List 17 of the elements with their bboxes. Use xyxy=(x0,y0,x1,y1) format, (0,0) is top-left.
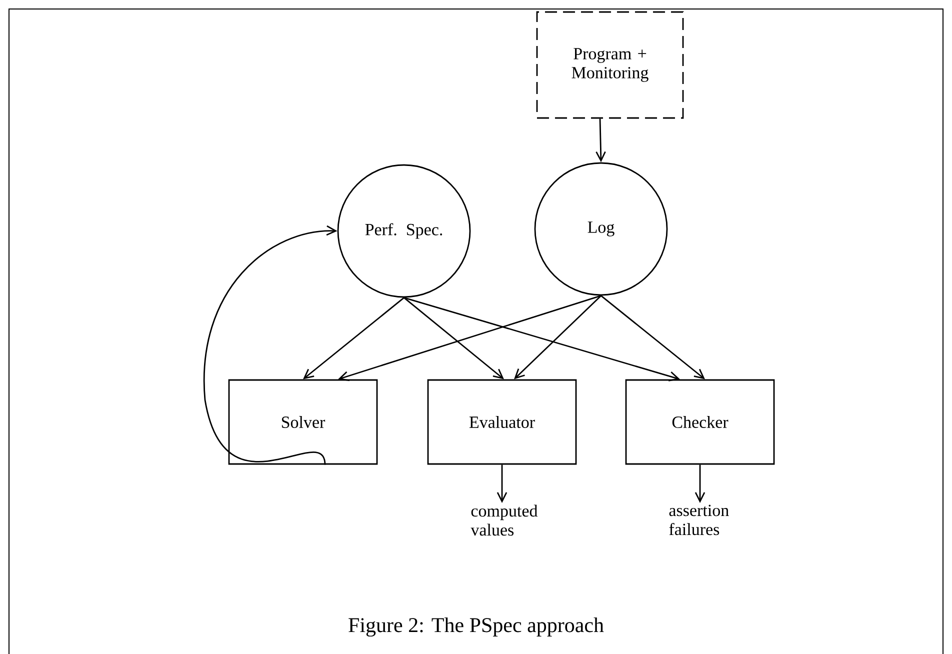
output-label: computed values xyxy=(470,504,538,536)
monitoring-box: Program + Monitoring xyxy=(536,11,684,119)
arrow xyxy=(404,297,504,380)
curved-arrow xyxy=(204,225,338,465)
process-box: Evaluator xyxy=(427,379,577,465)
process-box: Checker xyxy=(625,379,775,465)
arrow xyxy=(600,295,705,380)
output-label: assertion failures xyxy=(669,504,729,536)
arrow xyxy=(338,295,602,382)
arrow xyxy=(496,464,508,503)
process-box: Solver xyxy=(228,379,378,465)
figure-caption: Figure 2: The PSpec approach xyxy=(348,617,604,637)
arrow xyxy=(303,297,404,380)
arrow xyxy=(514,295,602,380)
arrow xyxy=(694,464,706,503)
arrow xyxy=(404,297,680,382)
arrow xyxy=(596,118,606,162)
